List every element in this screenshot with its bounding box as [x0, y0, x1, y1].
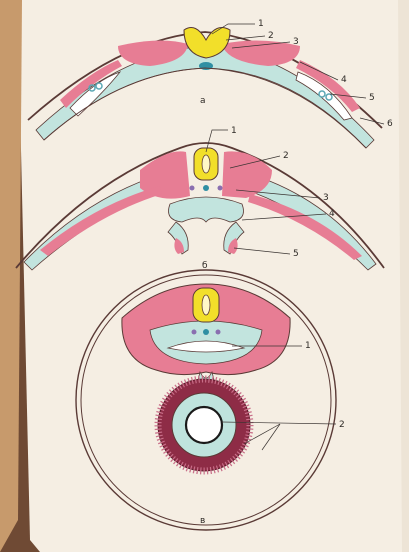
panel-b-label-4: 4 — [329, 209, 335, 219]
panel-c-label-1: 1 — [305, 341, 311, 351]
panel-a-label-6: 6 — [387, 119, 393, 129]
panel-a-label-1: 1 — [258, 19, 264, 29]
panel-b-aorta-left — [190, 186, 195, 191]
panel-a-label-4: 4 — [341, 75, 347, 85]
panel-c-aorta-right — [216, 330, 221, 335]
panel-c-notochord — [203, 329, 209, 335]
panel-b-gut-fold — [169, 197, 244, 222]
panel-b-label-5: 5 — [293, 249, 299, 259]
panel-c-aorta-left — [192, 330, 197, 335]
panel-b-label-1: 1 — [231, 126, 237, 136]
panel-a-label-2: 2 — [268, 31, 274, 41]
panel-b-neural-canal — [202, 155, 210, 173]
panel-c-neural-canal — [202, 295, 210, 315]
panel-c-gut-lumen — [186, 407, 222, 443]
panel-a-label-3: 3 — [293, 37, 299, 47]
panel-b-label-2: 2 — [283, 151, 289, 161]
panel-b-aorta-right — [218, 186, 223, 191]
panel-a-caption: а — [200, 96, 206, 106]
panel-c-label-2: 2 — [339, 420, 345, 430]
panel-b-notochord — [203, 185, 209, 191]
panel-b-label-3: 3 — [323, 193, 329, 203]
panel-a-label-5: 5 — [369, 93, 375, 103]
panel-c-caption: в — [200, 516, 205, 526]
